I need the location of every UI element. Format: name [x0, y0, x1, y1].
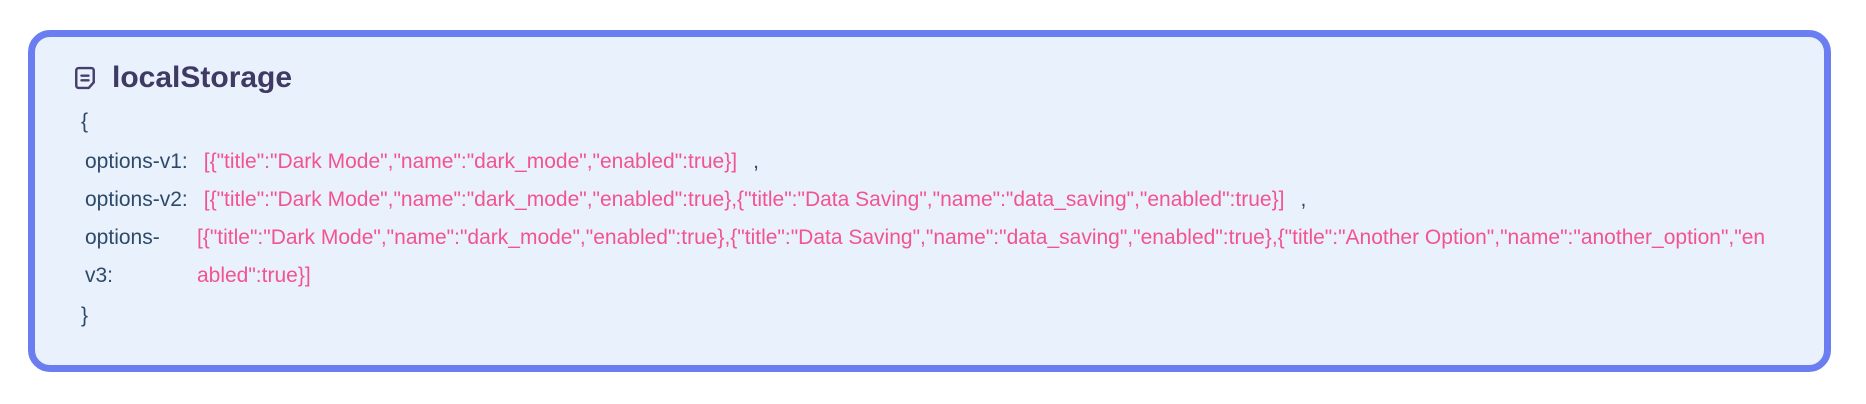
storage-value: [{"title":"Dark Mode","name":"dark_mode"…: [196, 226, 1766, 287]
storage-key: options-v2:: [85, 188, 188, 211]
storage-value: [{"title":"Dark Mode","name":"dark_mode"…: [203, 150, 738, 173]
storage-key: options-v1:: [85, 150, 188, 173]
entry-separator: ,: [1300, 188, 1307, 211]
storage-entry-row: options-v1: [{"title":"Dark Mode","name"…: [85, 143, 1784, 181]
open-brace: {: [81, 110, 89, 133]
localstorage-panel: localStorage { options-v1: [{"title":"Da…: [28, 30, 1831, 372]
storage-entry-row: options-v2: [{"title":"Dark Mode","name"…: [85, 181, 1784, 219]
close-brace: }: [81, 304, 89, 327]
storage-entry-row: options-v3: [{"title":"Dark Mode","name"…: [85, 219, 1784, 295]
panel-header: localStorage: [71, 61, 1784, 95]
storage-value: [{"title":"Dark Mode","name":"dark_mode"…: [203, 188, 1285, 211]
storage-key: options-v3:: [85, 226, 160, 287]
panel-title: localStorage: [112, 61, 293, 94]
localstorage-json: { options-v1: [{"title":"Dark Mode","nam…: [71, 103, 1784, 335]
document-icon: [71, 64, 99, 92]
entry-separator: ,: [753, 150, 759, 173]
storage-entries: options-v1: [{"title":"Dark Mode","name"…: [85, 143, 1784, 295]
